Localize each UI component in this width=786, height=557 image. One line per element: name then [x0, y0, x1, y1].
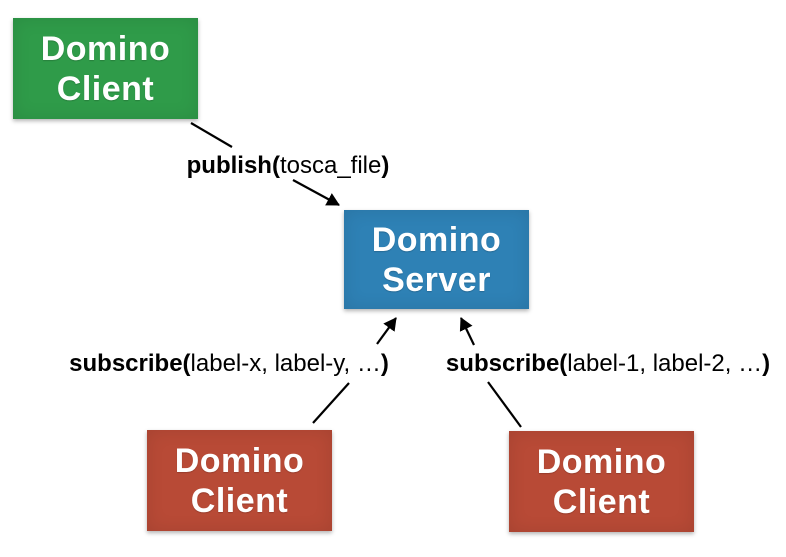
subscribe-left-call-name: subscribe( [69, 350, 191, 377]
subscribe-left-arrow-head [376, 317, 397, 345]
subscribe-left-edge-label: subscribe(label-x, label-y, …) [69, 350, 389, 378]
subscribe-right-arrow-head [459, 317, 475, 346]
publish-call-close: ) [381, 152, 390, 179]
publish-arrow-tail [190, 122, 233, 148]
subscribe-left-arrow-tail [312, 382, 350, 424]
node-label-line2: Client [56, 69, 155, 108]
subscribe-right-call-name: subscribe( [445, 350, 568, 377]
node-label-line1: Domino [174, 441, 305, 480]
subscribe-right-call-close: ) [762, 350, 771, 377]
subscribe-right-call-args: label-1, label-2, … [567, 350, 763, 377]
node-domino-server: Domino Server [344, 210, 529, 309]
subscribe-left-call-close: ) [380, 350, 389, 377]
node-label-line1: Domino [536, 442, 667, 481]
publish-call-name: publish( [186, 152, 280, 179]
node-domino-client-subscriber-left: Domino Client [147, 430, 332, 531]
subscribe-right-arrow-tail [487, 381, 522, 428]
node-domino-client-subscriber-right: Domino Client [509, 431, 694, 532]
node-label-line1: Domino [371, 220, 502, 259]
publish-edge-label: publish(tosca_file) [187, 152, 390, 180]
node-label-line2: Client [552, 482, 651, 521]
node-label-line2: Server [382, 260, 491, 299]
node-label-line1: Domino [40, 29, 171, 68]
subscribe-left-call-args: label-x, label-y, … [190, 350, 381, 377]
publish-call-args: tosca_file [279, 152, 382, 179]
node-domino-client-publisher: Domino Client [13, 18, 198, 119]
publish-arrow-head [292, 179, 340, 206]
node-label-line2: Client [190, 481, 289, 520]
subscribe-right-edge-label: subscribe(label-1, label-2, …) [446, 350, 770, 378]
